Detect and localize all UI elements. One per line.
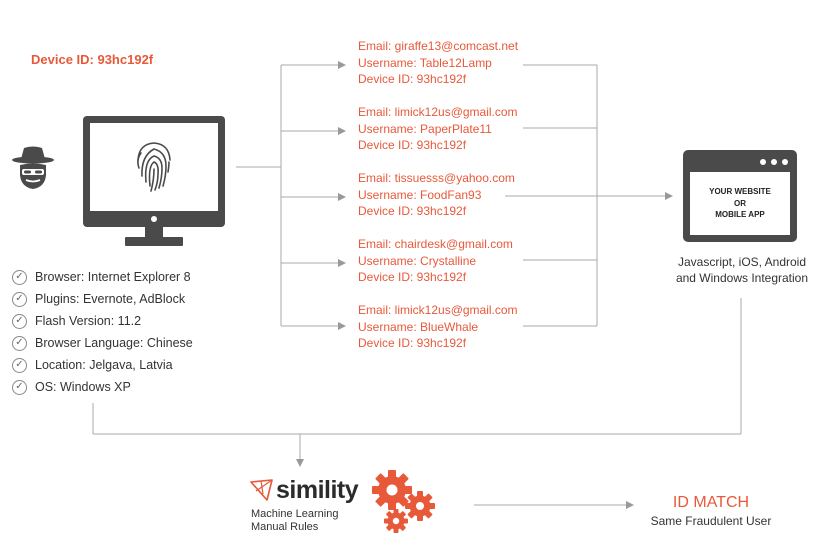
gears-icon: [372, 470, 435, 533]
checkmark-icon: ✓: [12, 357, 27, 373]
account-device-id: Device ID: 93hc192f: [358, 336, 467, 350]
attribute-text: Browser: Internet Explorer 8: [35, 270, 191, 284]
list-item: ✓ Flash Version: 11.2: [12, 310, 193, 332]
attribute-text: Location: Jelgava, Latvia: [35, 358, 173, 372]
browser-window-icon: [683, 150, 797, 242]
checkmark-icon: ✓: [12, 379, 27, 395]
monitor-icon: [83, 116, 225, 246]
account-entry: Email: chairdesk@gmail.com Username: Cry…: [358, 236, 513, 286]
account-email: Email: tissuesss@yahoo.com: [358, 171, 515, 185]
integration-caption: Javascript, iOS, Android and Windows Int…: [660, 254, 820, 286]
simility-wordmark: simility: [276, 476, 359, 504]
list-item: ✓ Location: Jelgava, Latvia: [12, 354, 193, 376]
account-entry: Email: tissuesss@yahoo.com Username: Foo…: [358, 170, 515, 220]
website-line-1: YOUR WEBSITE: [709, 187, 771, 196]
integration-line-2: and Windows Integration: [675, 271, 809, 285]
integration-line-1: Javascript, iOS, Android: [677, 255, 807, 269]
account-entry: Email: limick12us@gmail.com Username: Bl…: [358, 302, 518, 352]
account-device-id: Device ID: 93hc192f: [358, 204, 467, 218]
fingerprint-icon: [137, 142, 171, 192]
list-item: ✓ OS: Windows XP: [12, 376, 193, 398]
account-device-id: Device ID: 93hc192f: [358, 138, 467, 152]
checkmark-icon: ✓: [12, 335, 27, 351]
account-entry: Email: limick12us@gmail.com Username: Pa…: [358, 104, 518, 154]
simility-line-1: Machine Learning: [251, 508, 339, 520]
device-attributes-list: ✓ Browser: Internet Explorer 8 ✓ Plugins…: [12, 266, 193, 398]
website-box-label: YOUR WEBSITE OR MOBILE APP: [683, 186, 797, 221]
checkmark-icon: ✓: [12, 291, 27, 307]
attribute-text: Flash Version: 11.2: [35, 314, 142, 328]
account-device-id: Device ID: 93hc192f: [358, 270, 467, 284]
website-line-3: MOBILE APP: [715, 210, 765, 219]
list-item: ✓ Plugins: Evernote, AdBlock: [12, 288, 193, 310]
list-item: ✓ Browser Language: Chinese: [12, 332, 193, 354]
list-item: ✓ Browser: Internet Explorer 8: [12, 266, 193, 288]
device-id-label: Device ID: 93hc192f: [31, 52, 154, 67]
account-email: Email: giraffe13@comcast.net: [358, 39, 519, 53]
website-line-2: OR: [734, 198, 746, 208]
spy-icon: [12, 146, 54, 189]
id-match-title: ID MATCH: [672, 494, 750, 511]
account-username: Username: FoodFan93: [358, 187, 482, 202]
attribute-text: OS: Windows XP: [35, 380, 131, 394]
account-username: Username: BlueWhale: [358, 319, 479, 334]
id-match-subtitle: Same Fraudulent User: [650, 514, 772, 528]
account-email: Email: chairdesk@gmail.com: [358, 237, 513, 251]
account-username: Username: PaperPlate11: [358, 121, 492, 136]
checkmark-icon: ✓: [12, 269, 27, 285]
account-device-id: Device ID: 93hc192f: [358, 72, 467, 86]
account-username: Username: Table12Lamp: [358, 55, 492, 70]
account-email: Email: limick12us@gmail.com: [358, 105, 518, 119]
attribute-text: Plugins: Evernote, AdBlock: [35, 292, 186, 306]
simility-caption: Machine Learning Manual Rules: [251, 508, 338, 534]
account-entry: Email: giraffe13@comcast.net Username: T…: [358, 38, 518, 88]
account-username: Username: Crystalline: [358, 253, 477, 268]
attribute-text: Browser Language: Chinese: [35, 336, 193, 350]
simility-line-2: Manual Rules: [251, 521, 319, 533]
simility-logo-icon: [250, 479, 273, 501]
account-email: Email: limick12us@gmail.com: [358, 303, 518, 317]
checkmark-icon: ✓: [12, 313, 27, 329]
